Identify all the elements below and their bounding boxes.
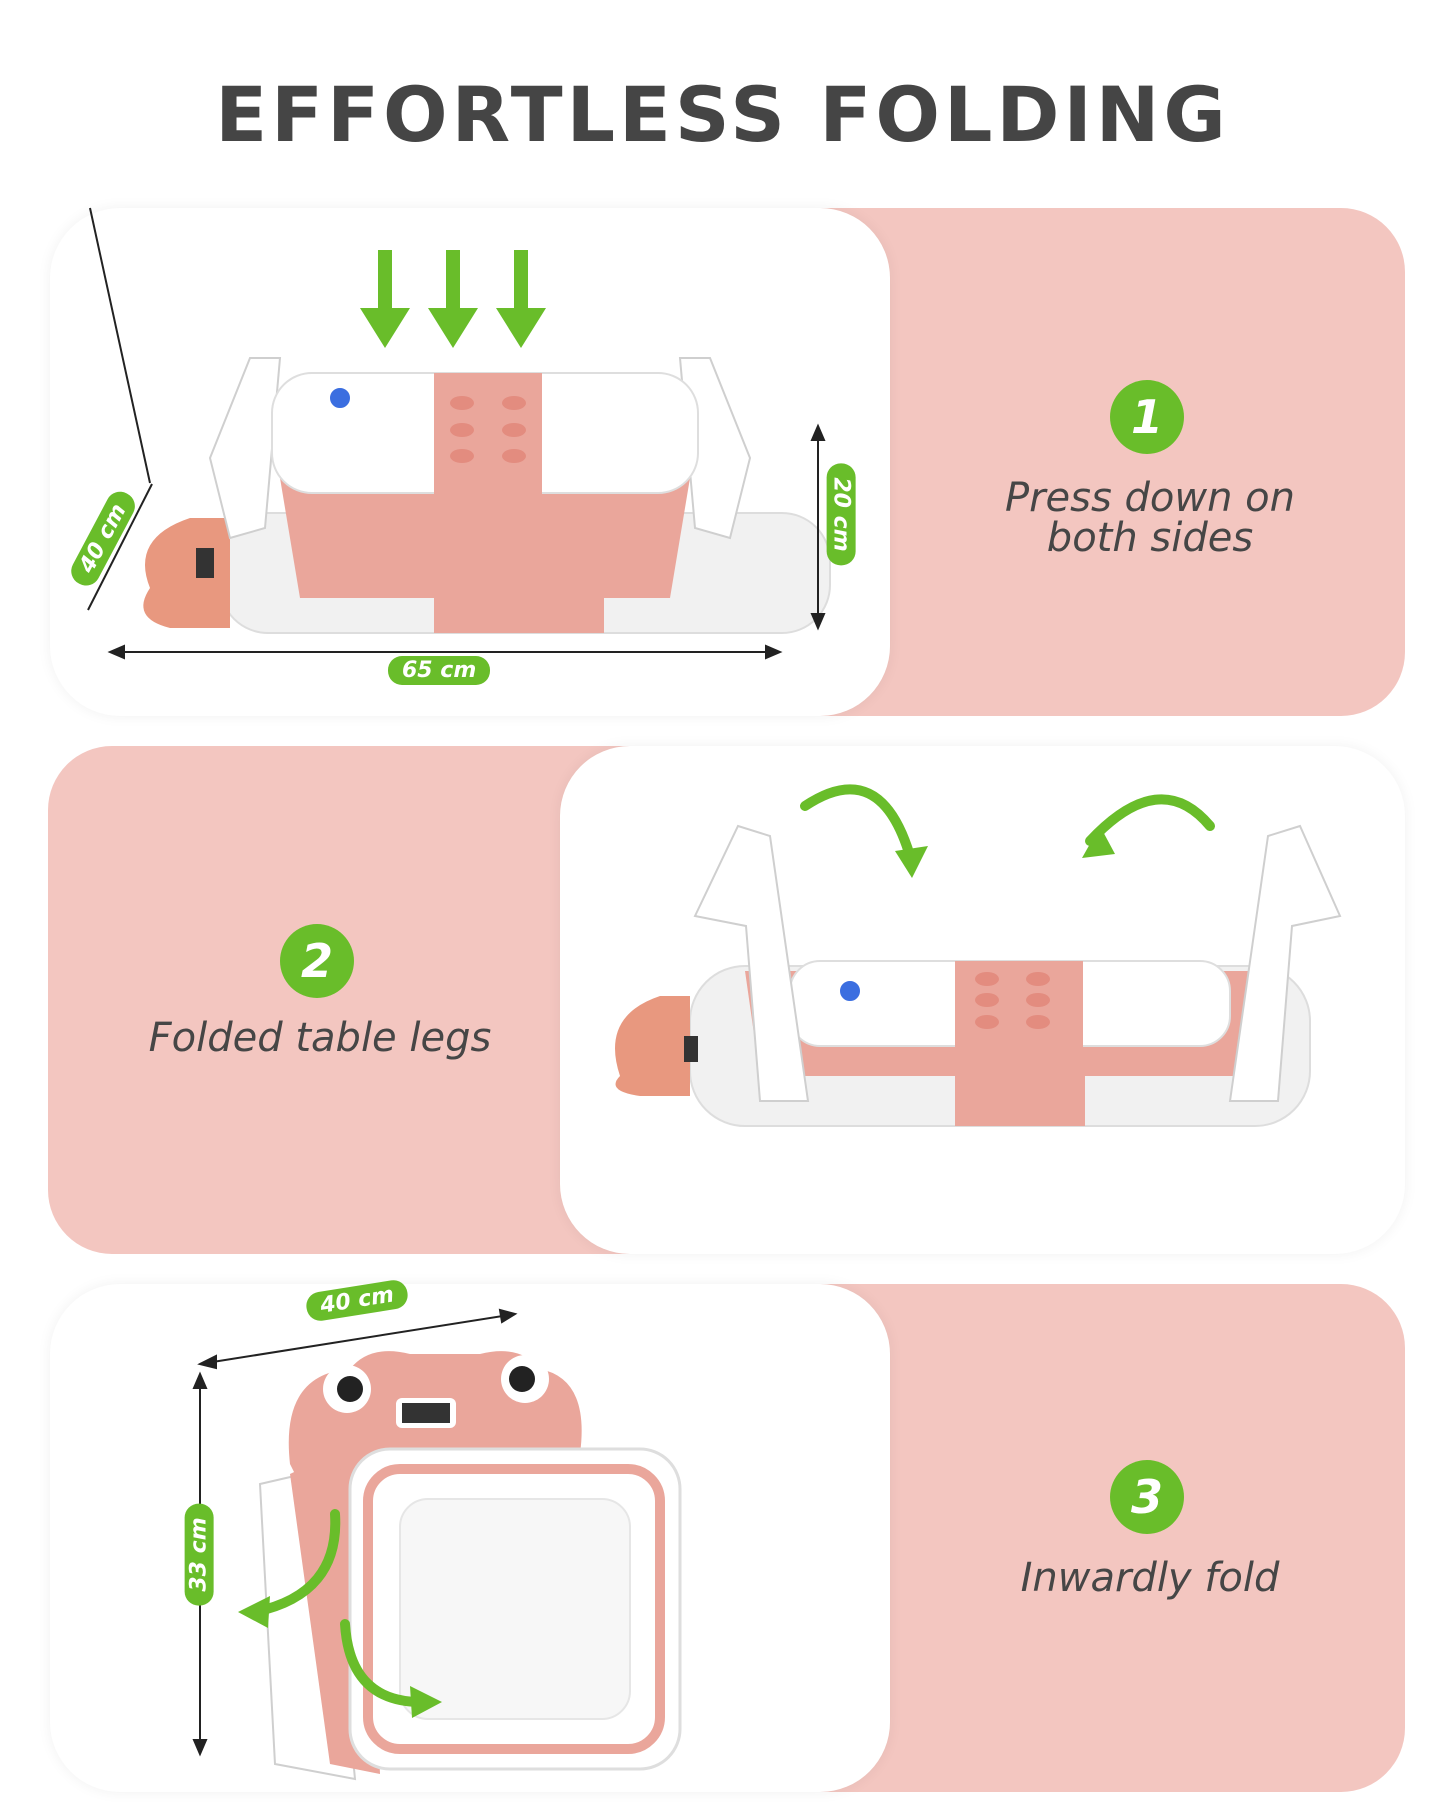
step1-description-line1: Press down on	[1004, 475, 1296, 521]
step3-number-badge: 3	[1110, 1460, 1184, 1534]
page-title: EFFORTLESS FOLDING	[215, 70, 1230, 159]
step1-product-illustration	[87, 207, 831, 660]
step2-product-illustration	[615, 784, 1342, 1127]
step3-pink-panel	[800, 1284, 1405, 1792]
step1-description: Press down on both sides	[940, 478, 1360, 558]
curved-arrow-icon	[800, 784, 1215, 861]
dimension-arrow-icon	[87, 207, 826, 660]
step1-width-label: 65 cm	[388, 656, 491, 685]
step1-pink-panel	[800, 208, 1405, 716]
step1-height-label: 20 cm	[826, 463, 856, 566]
step2-description: Folded table legs	[148, 1015, 492, 1061]
step3-height-label: 33 cm	[184, 1503, 214, 1606]
step1-description-line2: both sides	[1046, 515, 1254, 561]
step3-product-illustration	[192, 1308, 682, 1781]
down-arrow-icon	[360, 250, 546, 348]
step3-description: Inwardly fold	[1020, 1555, 1280, 1601]
step2-number-badge: 2	[280, 924, 354, 998]
step1-number-badge: 1	[1110, 380, 1184, 454]
